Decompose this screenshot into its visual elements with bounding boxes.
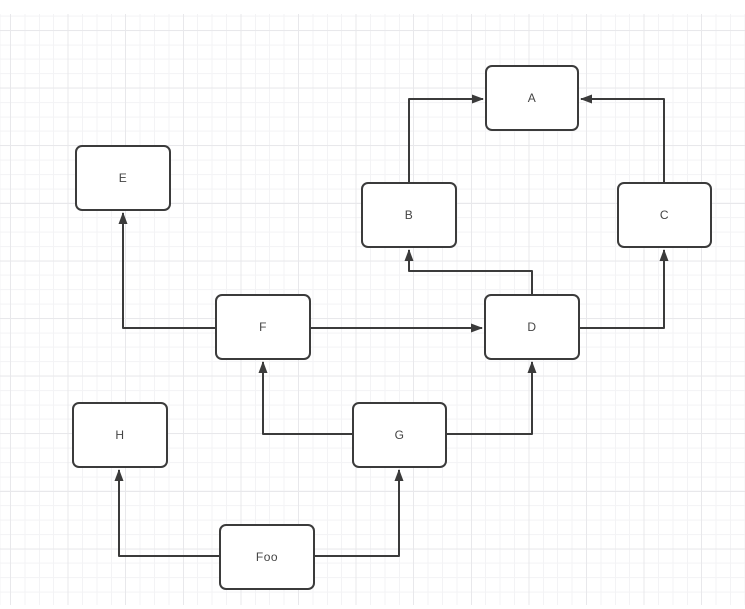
node-foo[interactable]: Foo <box>219 524 315 590</box>
node-label-foo: Foo <box>255 550 279 564</box>
node-label-h: H <box>115 428 125 442</box>
canvas-margin-bottom <box>0 605 745 609</box>
node-label-g: G <box>394 428 405 442</box>
node-label-f: F <box>259 320 267 334</box>
node-g[interactable]: G <box>352 402 447 468</box>
edge-g-to-f[interactable] <box>258 361 352 435</box>
node-c[interactable]: C <box>617 182 712 248</box>
node-label-b: B <box>404 208 414 222</box>
node-e[interactable]: E <box>75 145 171 211</box>
node-a[interactable]: A <box>485 65 579 131</box>
node-label-a: A <box>527 91 537 105</box>
edge-d-to-b[interactable] <box>404 249 533 294</box>
edge-foo-to-h[interactable] <box>114 469 219 557</box>
edge-d-to-c[interactable] <box>580 249 669 329</box>
node-label-e: E <box>118 171 128 185</box>
node-b[interactable]: B <box>361 182 457 248</box>
edge-g-to-d[interactable] <box>447 361 537 435</box>
edge-c-to-a[interactable] <box>580 94 665 182</box>
node-d[interactable]: D <box>484 294 580 360</box>
node-f[interactable]: F <box>215 294 311 360</box>
canvas-margin-top <box>0 0 745 14</box>
edge-f-to-e[interactable] <box>118 212 215 329</box>
node-label-d: D <box>527 320 537 334</box>
edge-b-to-a[interactable] <box>408 94 484 182</box>
edge-foo-to-g[interactable] <box>315 469 404 557</box>
node-h[interactable]: H <box>72 402 168 468</box>
node-label-c: C <box>659 208 670 222</box>
